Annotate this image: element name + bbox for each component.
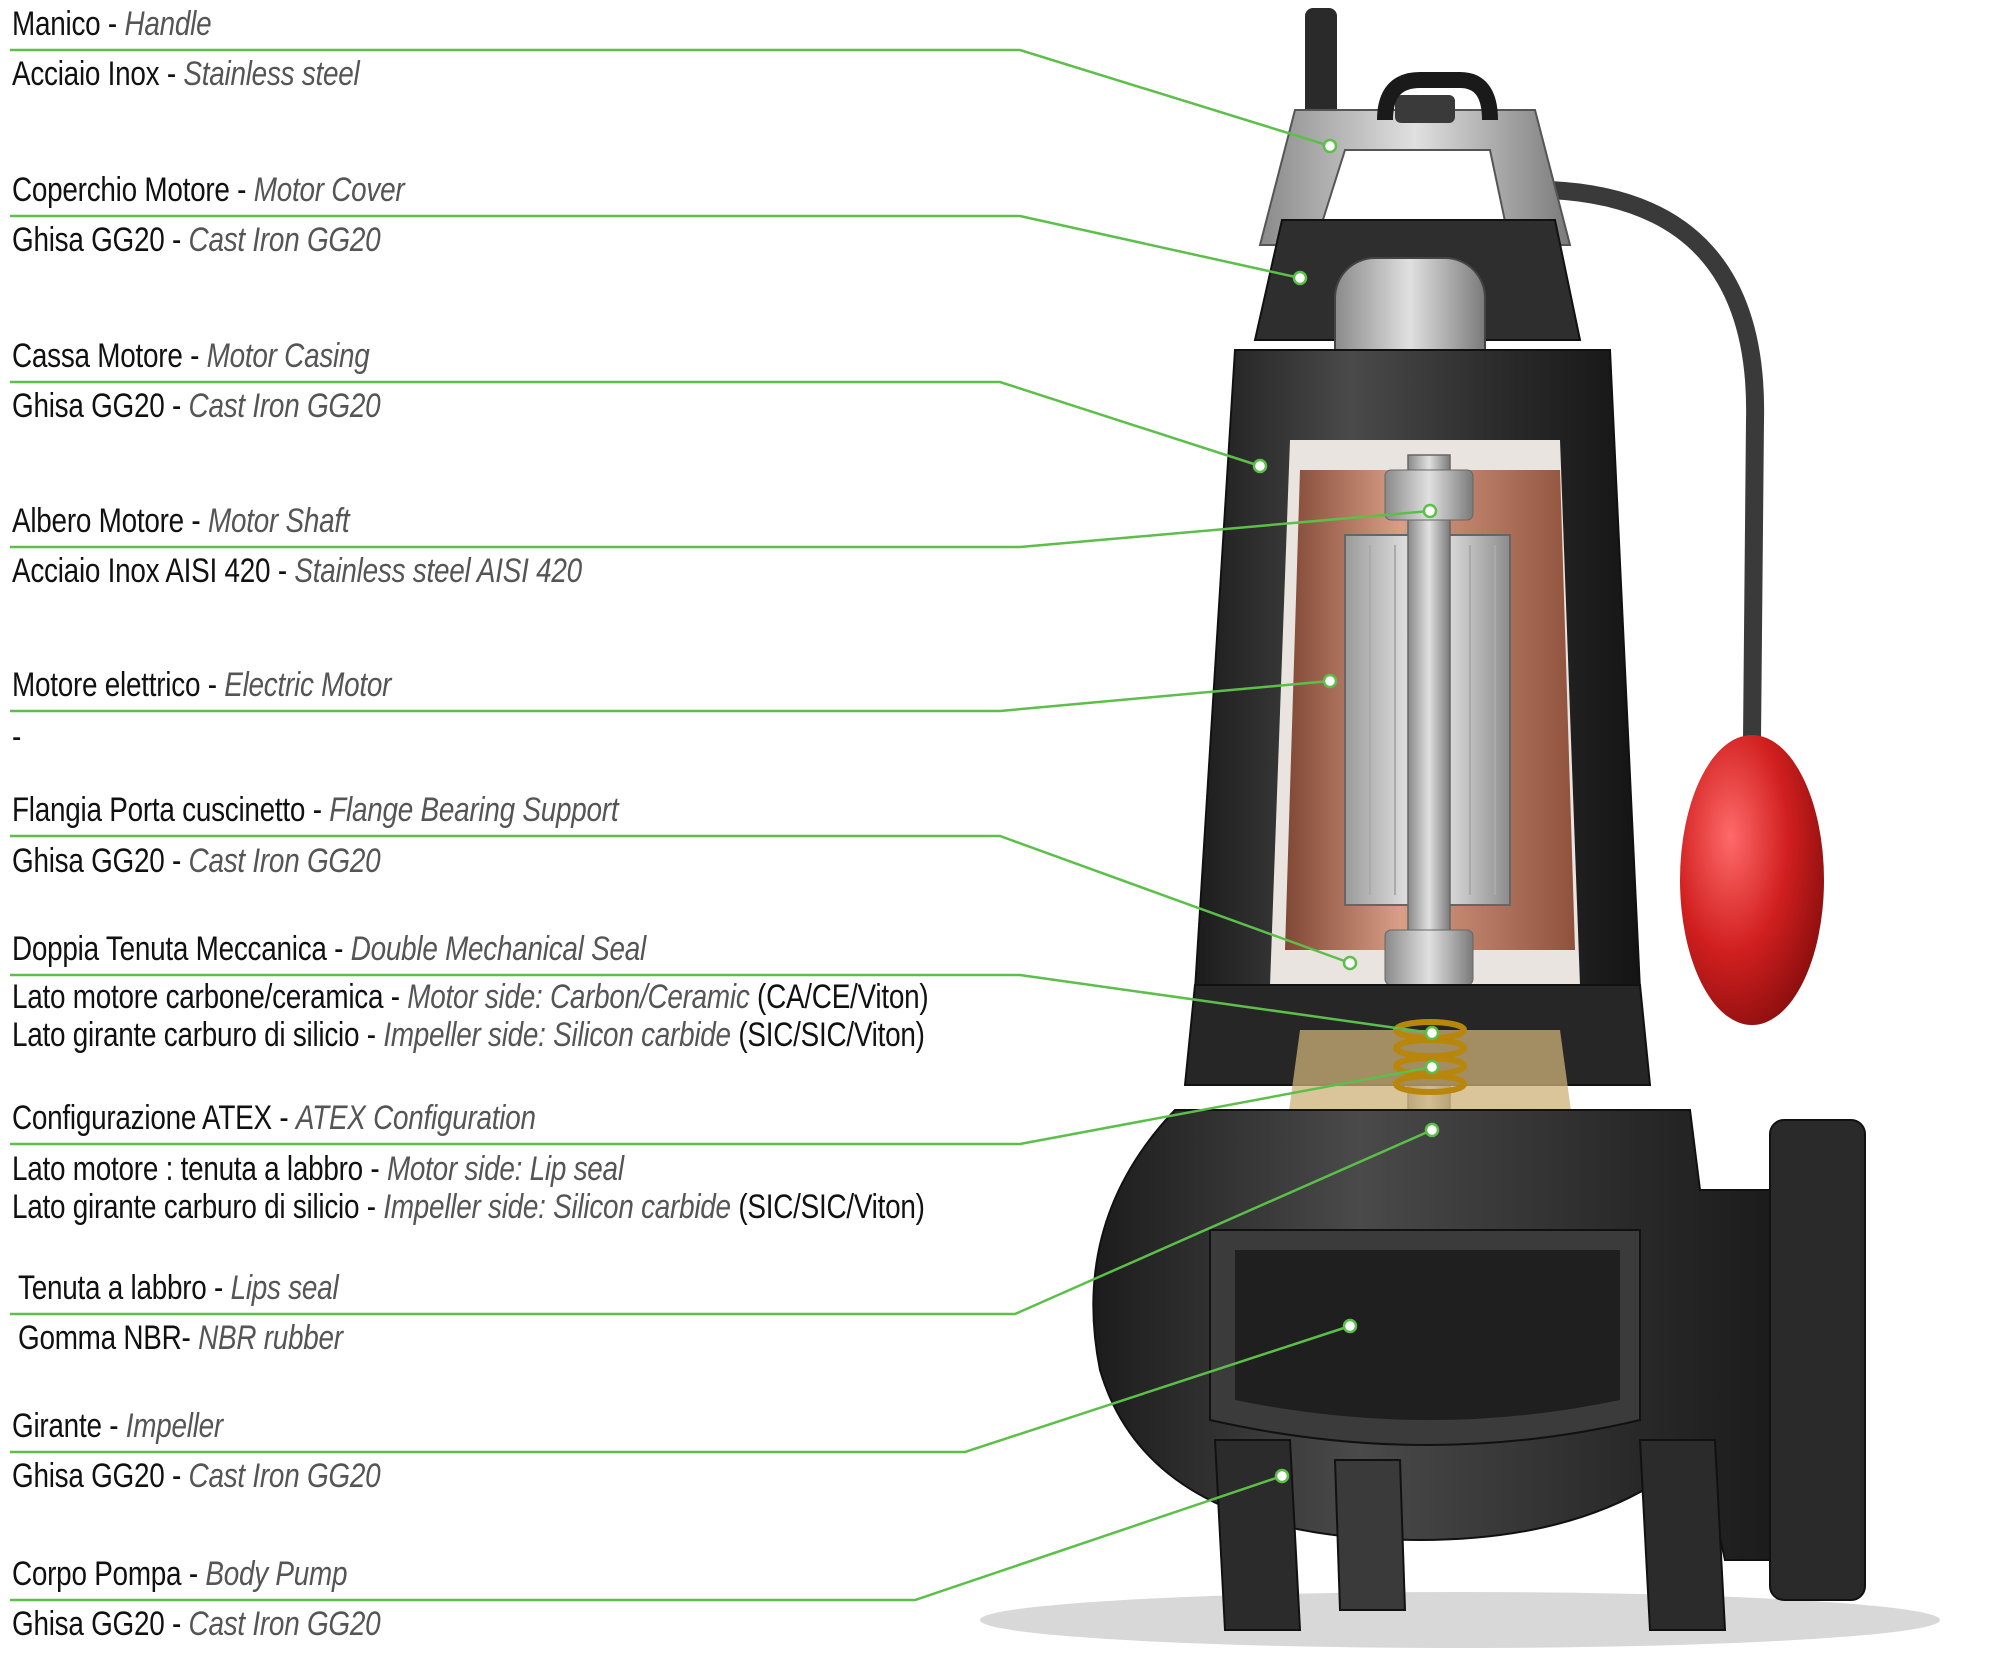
mechanical-seal-line1-en: Motor side: Carbon/Ceramic xyxy=(407,978,750,1016)
mechanical-seal-line2-en: Impeller side: Silicon carbide xyxy=(383,1016,731,1054)
handle-material-en: Stainless steel xyxy=(183,55,360,93)
atex-line2-it: Lato girante carburo di silicio xyxy=(12,1188,360,1226)
label-impeller: Girante - Impeller xyxy=(12,1407,223,1445)
motor-casing-name-en: Motor Casing xyxy=(206,337,370,375)
label-atex: Configurazione ATEX - ATEX Configuration xyxy=(12,1099,536,1137)
leader-motor-cover xyxy=(10,214,1301,280)
handle-name-en: Handle xyxy=(124,5,212,43)
impeller xyxy=(1235,1250,1620,1420)
material-motor-cover: Ghisa GG20 - Cast Iron GG20 xyxy=(12,221,381,259)
material-flange: Ghisa GG20 - Cast Iron GG20 xyxy=(12,842,381,880)
motor-shaft-name-en: Motor Shaft xyxy=(207,502,350,540)
body-pump-name-en: Body Pump xyxy=(205,1555,348,1593)
mechanical-seal-line2-code: (SIC/SIC/Viton) xyxy=(738,1016,925,1054)
mechanical-seal-line2-it: Lato girante carburo di silicio xyxy=(12,1016,360,1054)
leader-impeller xyxy=(10,1324,1351,1454)
label-electric-motor: Motore elettrico - Electric Motor xyxy=(12,666,392,704)
lips-seal-material-en: NBR rubber xyxy=(198,1319,343,1357)
motor-shaft-name-it: Albero Motore xyxy=(12,502,184,540)
impeller-material-it: Ghisa GG20 xyxy=(12,1457,165,1495)
handle-material-it: Acciaio Inox xyxy=(12,55,160,93)
atex-line2: Lato girante carburo di silicio - Impell… xyxy=(12,1188,925,1226)
leader-body-pump xyxy=(10,1474,1283,1602)
motor-cover-material-en: Cast Iron GG20 xyxy=(188,221,381,259)
mechanical-seal-line1: Lato motore carbone/ceramica - Motor sid… xyxy=(12,978,929,1016)
material-lips-seal: Gomma NBR- NBR rubber xyxy=(18,1319,343,1357)
leader-motor-shaft xyxy=(10,509,1431,549)
label-flange: Flangia Porta cuscinetto - Flange Bearin… xyxy=(12,791,619,829)
atex-line2-code: (SIC/SIC/Viton) xyxy=(738,1188,925,1226)
atex-line1: Lato motore : tenuta a labbro - Motor si… xyxy=(12,1150,624,1188)
electric-motor-material-dash: - xyxy=(12,718,22,756)
label-motor-shaft: Albero Motore - Motor Shaft xyxy=(12,502,350,540)
atex-line1-en: Motor side: Lip seal xyxy=(386,1150,624,1188)
motor-cover-name-en: Motor Cover xyxy=(253,171,405,209)
electric-motor-name-en: Electric Motor xyxy=(224,666,392,704)
material-motor-casing: Ghisa GG20 - Cast Iron GG20 xyxy=(12,387,381,425)
lips-seal-name-it: Tenuta a labbro xyxy=(18,1269,207,1307)
leader-electric-motor xyxy=(10,679,1331,713)
body-pump-material-it: Ghisa GG20 xyxy=(12,1605,165,1643)
material-motor-shaft: Acciaio Inox AISI 420 - Stainless steel … xyxy=(12,552,582,590)
leader-dots xyxy=(1252,138,1440,1484)
motor-casing-name-it: Cassa Motore xyxy=(12,337,183,375)
material-handle: Acciaio Inox - Stainless steel xyxy=(12,55,360,93)
flange-name-en: Flange Bearing Support xyxy=(329,791,619,829)
leader-lines xyxy=(10,48,1433,1602)
impeller-name-it: Girante xyxy=(12,1407,102,1445)
motor-casing-material-it: Ghisa GG20 xyxy=(12,387,165,425)
float-switch xyxy=(1680,735,1824,1025)
float-cable xyxy=(1541,181,1765,749)
leader-lips-seal xyxy=(10,1128,1433,1316)
lower-bearing xyxy=(1384,929,1474,986)
label-motor-casing: Cassa Motore - Motor Casing xyxy=(12,337,370,375)
lips-seal-name-en: Lips seal xyxy=(230,1269,339,1307)
motor-cover-name-it: Coperchio Motore xyxy=(12,171,230,209)
label-body-pump: Corpo Pompa - Body Pump xyxy=(12,1555,348,1593)
leader-mechanical-seal xyxy=(10,973,1433,1035)
leader-motor-casing xyxy=(10,380,1261,468)
atex-line2-en: Impeller side: Silicon carbide xyxy=(383,1188,731,1226)
handle-name-it: Manico xyxy=(12,5,101,43)
leader-flange xyxy=(10,834,1351,965)
material-body-pump: Ghisa GG20 - Cast Iron GG20 xyxy=(12,1605,381,1643)
electric-motor-name-it: Motore elettrico xyxy=(12,666,201,704)
label-lips-seal: Tenuta a labbro - Lips seal xyxy=(18,1269,339,1307)
flange-material-it: Ghisa GG20 xyxy=(12,842,165,880)
atex-name-en: ATEX Configuration xyxy=(295,1099,536,1137)
atex-line1-it: Lato motore : tenuta a labbro xyxy=(12,1150,363,1188)
label-handle: Manico - Handle xyxy=(12,5,212,43)
motor-cover-material-it: Ghisa GG20 xyxy=(12,221,165,259)
motor-casing-material-en: Cast Iron GG20 xyxy=(188,387,381,425)
impeller-material-en: Cast Iron GG20 xyxy=(188,1457,381,1495)
lips-seal-material-it: Gomma NBR xyxy=(18,1319,182,1357)
atex-name-it: Configurazione ATEX xyxy=(12,1099,272,1137)
impeller-name-en: Impeller xyxy=(125,1407,223,1445)
mechanical-seal-line1-code: (CA/CE/Viton) xyxy=(757,978,929,1016)
label-mechanical-seal: Doppia Tenuta Meccanica - Double Mechani… xyxy=(12,930,646,968)
handle xyxy=(1258,72,1572,246)
mechanical-seal-name-en: Double Mechanical Seal xyxy=(350,930,646,968)
material-impeller: Ghisa GG20 - Cast Iron GG20 xyxy=(12,1457,381,1495)
mechanical-seal-line2: Lato girante carburo di silicio - Impell… xyxy=(12,1016,925,1054)
label-motor-cover: Coperchio Motore - Motor Cover xyxy=(12,171,405,209)
motor-shaft-material-en: Stainless steel AISI 420 xyxy=(294,552,582,590)
upper-bearing xyxy=(1384,469,1474,521)
leader-atex xyxy=(10,1065,1433,1146)
body-pump-material-en: Cast Iron GG20 xyxy=(188,1605,381,1643)
leader-handle xyxy=(10,48,1331,148)
mechanical-seal-line1-it: Lato motore carbone/ceramica xyxy=(12,978,384,1016)
material-electric-motor: - xyxy=(12,718,21,756)
motor-shaft-material-it: Acciaio Inox AISI 420 xyxy=(12,552,271,590)
body-pump-name-it: Corpo Pompa xyxy=(12,1555,182,1593)
flange-material-en: Cast Iron GG20 xyxy=(188,842,381,880)
flange-name-it: Flangia Porta cuscinetto xyxy=(12,791,306,829)
mechanical-seal-name-it: Doppia Tenuta Meccanica xyxy=(12,930,327,968)
